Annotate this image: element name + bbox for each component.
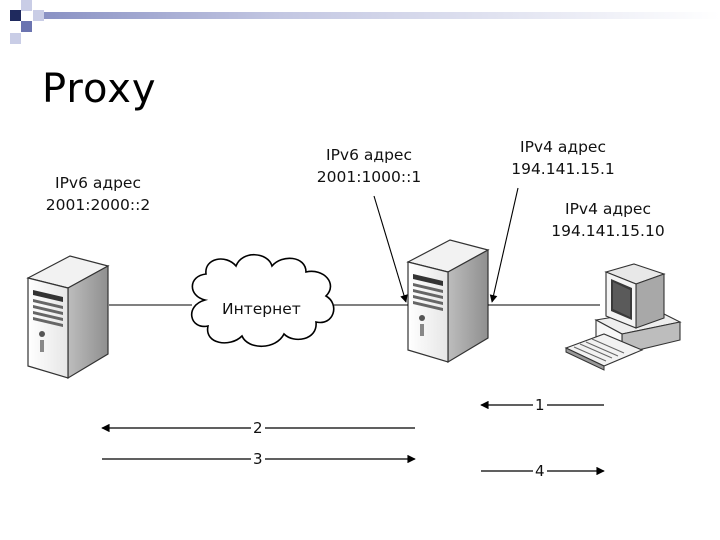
deco-square-mid: [21, 21, 32, 32]
slide-title: Proxy: [42, 66, 157, 112]
client-address-value: 194.141.15.10: [551, 222, 665, 240]
ipv6-server-icon: [27, 255, 109, 379]
deco-square-dark: [10, 10, 21, 21]
proxy-ipv6-address-label: IPv6 адрес 2001:1000::1: [309, 144, 429, 188]
proxy-ipv4-address-title: IPv4 адрес: [520, 138, 606, 156]
proxy-ipv4-address-value: 194.141.15.1: [511, 160, 615, 178]
proxy-ipv4-address-label: IPv4 адрес 194.141.15.1: [503, 136, 623, 180]
proxy-ipv6-address-title: IPv6 адрес: [326, 146, 412, 164]
cloud-icon: [190, 253, 335, 348]
proxy-server-icon: [407, 239, 489, 363]
ipv6-server-address-value: 2001:2000::2: [45, 196, 151, 214]
deco-square-light: [33, 10, 44, 21]
ipv6-server-address-label: IPv6 адрес 2001:2000::2: [38, 172, 158, 216]
flow-label-4: 4: [533, 462, 547, 480]
header-bar: [44, 12, 720, 19]
pointer-ipv6-to-proxy: [373, 195, 408, 303]
flow-label-1: 1: [533, 396, 547, 414]
ipv6-server-address-title: IPv6 адрес: [55, 174, 141, 192]
proxy-ipv6-address-value: 2001:1000::1: [316, 168, 422, 186]
flow-label-3: 3: [251, 450, 265, 468]
cloud-label: Интернет: [222, 300, 301, 318]
client-address-label: IPv4 адрес 194.141.15.10: [546, 198, 670, 242]
flow-label-2: 2: [251, 419, 265, 437]
header-decoration: [10, 0, 720, 44]
deco-square-light: [21, 0, 32, 11]
client-workstation-icon: [564, 263, 682, 371]
client-address-title: IPv4 адрес: [565, 200, 651, 218]
pointer-ipv4-to-proxy: [489, 187, 519, 303]
deco-square-light: [10, 33, 21, 44]
